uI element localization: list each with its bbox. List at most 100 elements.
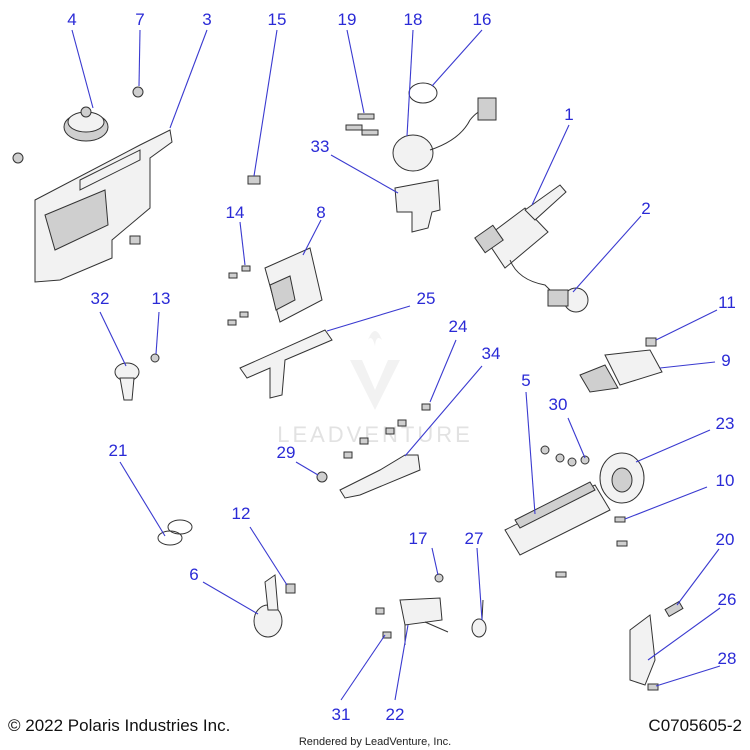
- callout-27: 27: [465, 529, 484, 548]
- callout-6: 6: [189, 565, 198, 584]
- callout-25: 25: [417, 289, 436, 308]
- callout-3: 3: [202, 10, 211, 29]
- part-2-plug: [547, 287, 589, 313]
- callout-21: 21: [109, 441, 128, 460]
- part-34-bracket: [339, 454, 421, 499]
- part-32-boot: [114, 362, 140, 401]
- leader-24: [429, 339, 457, 403]
- leader-14: [239, 221, 246, 266]
- callout-8: 8: [316, 203, 325, 222]
- callout-31: 31: [332, 705, 351, 724]
- leader-4: [71, 29, 94, 109]
- rendered-by-text: Rendered by LeadVenture, Inc.: [299, 736, 451, 748]
- part-31-screws: [375, 607, 392, 639]
- leader-27: [476, 547, 483, 621]
- part-22-relay: [399, 597, 449, 645]
- callout-17: 17: [409, 529, 428, 548]
- callouts: 4 7 3 15 19 18 16 1 33 2 8 14 25 11 32 1…: [67, 10, 736, 724]
- watermark-text: LEADVENTURE: [277, 422, 473, 447]
- leader-29: [295, 461, 319, 476]
- leader-21: [119, 461, 166, 537]
- leader-13: [155, 311, 160, 355]
- callout-19: 19: [338, 10, 357, 29]
- leader-18: [406, 29, 414, 137]
- leader-19: [346, 29, 365, 114]
- part-13-nut: [150, 353, 160, 363]
- part-4-mount: [63, 106, 109, 142]
- callout-22: 22: [386, 705, 405, 724]
- callout-13: 13: [152, 289, 171, 308]
- callout-28: 28: [718, 649, 737, 668]
- part-6-horn: [253, 574, 283, 638]
- part-bolt-3: [129, 235, 141, 245]
- callout-9: 9: [721, 351, 730, 370]
- leader-6: [202, 581, 259, 615]
- callout-14: 14: [226, 203, 245, 222]
- part-33-bracket: [394, 179, 441, 233]
- part-28-screw: [647, 683, 659, 691]
- leader-26: [647, 607, 721, 661]
- leader-16: [431, 29, 483, 87]
- leader-20: [676, 548, 720, 606]
- copyright-text: © 2022 Polaris Industries Inc.: [8, 716, 230, 735]
- leader-1: [531, 124, 570, 206]
- callout-2: 2: [641, 199, 650, 218]
- watermark: LEADVENTURE: [277, 331, 473, 447]
- part-8-ecu: [264, 247, 323, 323]
- part-7-nut: [132, 86, 144, 98]
- leader-34: [404, 365, 483, 457]
- leader-2: [572, 215, 642, 293]
- leader-17: [431, 547, 439, 576]
- leader-10: [624, 486, 708, 520]
- leader-33: [330, 154, 399, 194]
- leader-28: [655, 665, 721, 687]
- callout-5: 5: [521, 371, 530, 390]
- part-21-clamps: [157, 519, 193, 546]
- part-11-screw: [645, 337, 657, 347]
- part-9-module: [579, 349, 663, 393]
- part-16-tie: [408, 82, 438, 104]
- callout-12: 12: [232, 504, 251, 523]
- part-25-bracket: [239, 329, 333, 399]
- leader-12: [249, 526, 288, 586]
- watermark-logo-icon: [350, 331, 400, 410]
- leader-5: [525, 391, 536, 515]
- callout-24: 24: [449, 317, 468, 336]
- diagram-id: C0705605-2: [648, 716, 742, 735]
- callout-20: 20: [716, 530, 735, 549]
- leader-3: [169, 29, 208, 129]
- part-1-switch: [474, 184, 567, 296]
- part-12-bolt: [285, 583, 296, 594]
- callout-33: 33: [311, 137, 330, 156]
- callout-1: 1: [564, 105, 573, 124]
- part-17-nut: [434, 573, 444, 583]
- callout-10: 10: [716, 471, 735, 490]
- part-29-grommet: [316, 471, 328, 483]
- part-30-nuts: [540, 445, 590, 467]
- part-19-bolts: [345, 113, 379, 136]
- callout-29: 29: [277, 443, 296, 462]
- leader-22: [394, 624, 409, 701]
- leader-11: [655, 309, 718, 341]
- callout-23: 23: [716, 414, 735, 433]
- part-26-bracket: [629, 614, 656, 686]
- leader-25: [326, 305, 411, 332]
- callout-11: 11: [718, 293, 736, 312]
- leader-8: [302, 219, 322, 256]
- leader-15: [253, 29, 278, 177]
- part-10-screws: [555, 516, 628, 578]
- part-nut-loose: [12, 152, 24, 164]
- callout-34: 34: [482, 344, 501, 363]
- part-3-bracket-plate: [34, 129, 173, 283]
- part-24-bolts: [343, 403, 431, 459]
- part-20-fuse: [664, 600, 684, 618]
- callout-15: 15: [268, 10, 287, 29]
- leader-30: [567, 417, 586, 459]
- callout-32: 32: [91, 289, 110, 308]
- leader-7: [138, 29, 141, 87]
- leader-23: [635, 429, 711, 463]
- callout-16: 16: [473, 10, 492, 29]
- part-14-bolts: [227, 265, 251, 326]
- leader-9: [659, 361, 716, 369]
- leader-31: [340, 634, 386, 701]
